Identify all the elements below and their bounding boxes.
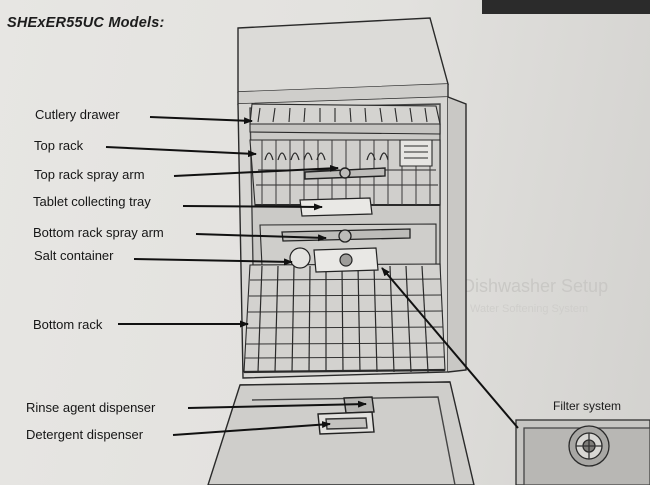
arrow-cutlery-drawer	[149, 116, 253, 125]
arrow-filter-system	[381, 267, 519, 429]
arrow-detergent-dispenser	[172, 421, 331, 436]
label-tablet-collecting-tray: Tablet collecting tray	[33, 194, 151, 209]
bleed-heading: Dishwasher Setup	[462, 276, 609, 296]
arrow-salt-container	[133, 258, 293, 266]
page-title: SHExER55UC Models:	[7, 15, 165, 31]
label-salt-container: Salt container	[34, 248, 114, 263]
label-detergent-dispenser: Detergent dispenser	[26, 427, 144, 442]
arrow-tablet-collecting-tray	[182, 203, 323, 211]
bottom-rack	[239, 223, 451, 386]
bleed-subheading: Water Softening System	[470, 303, 589, 315]
salt-container	[289, 247, 379, 273]
cutlery-drawer	[249, 103, 441, 135]
label-bottom-rack: Bottom rack	[33, 317, 103, 332]
label-rinse-agent-dispenser: Rinse agent dispenser	[26, 400, 156, 415]
callout-arrows	[105, 116, 519, 436]
label-top-rack: Top rack	[34, 138, 84, 153]
arrow-top-rack	[105, 146, 257, 158]
top-spray-arm	[304, 167, 386, 180]
arrow-rinse-agent-dispenser	[187, 400, 367, 409]
label-filter-system: Filter system	[553, 399, 622, 413]
label-top-rack-spray-arm: Top rack spray arm	[34, 167, 145, 182]
filter-inset	[515, 419, 650, 485]
dishwasher-door	[207, 381, 475, 485]
dark-edge-strip	[482, 0, 650, 14]
bottom-spray-arm	[281, 228, 411, 243]
label-bottom-rack-spray-arm: Bottom rack spray arm	[33, 225, 164, 240]
label-cutlery-drawer: Cutlery drawer	[35, 107, 120, 122]
arrow-bottom-rack-spray-arm	[195, 233, 327, 242]
arrow-top-rack-spray-arm	[173, 164, 339, 177]
tablet-tray	[299, 197, 373, 217]
